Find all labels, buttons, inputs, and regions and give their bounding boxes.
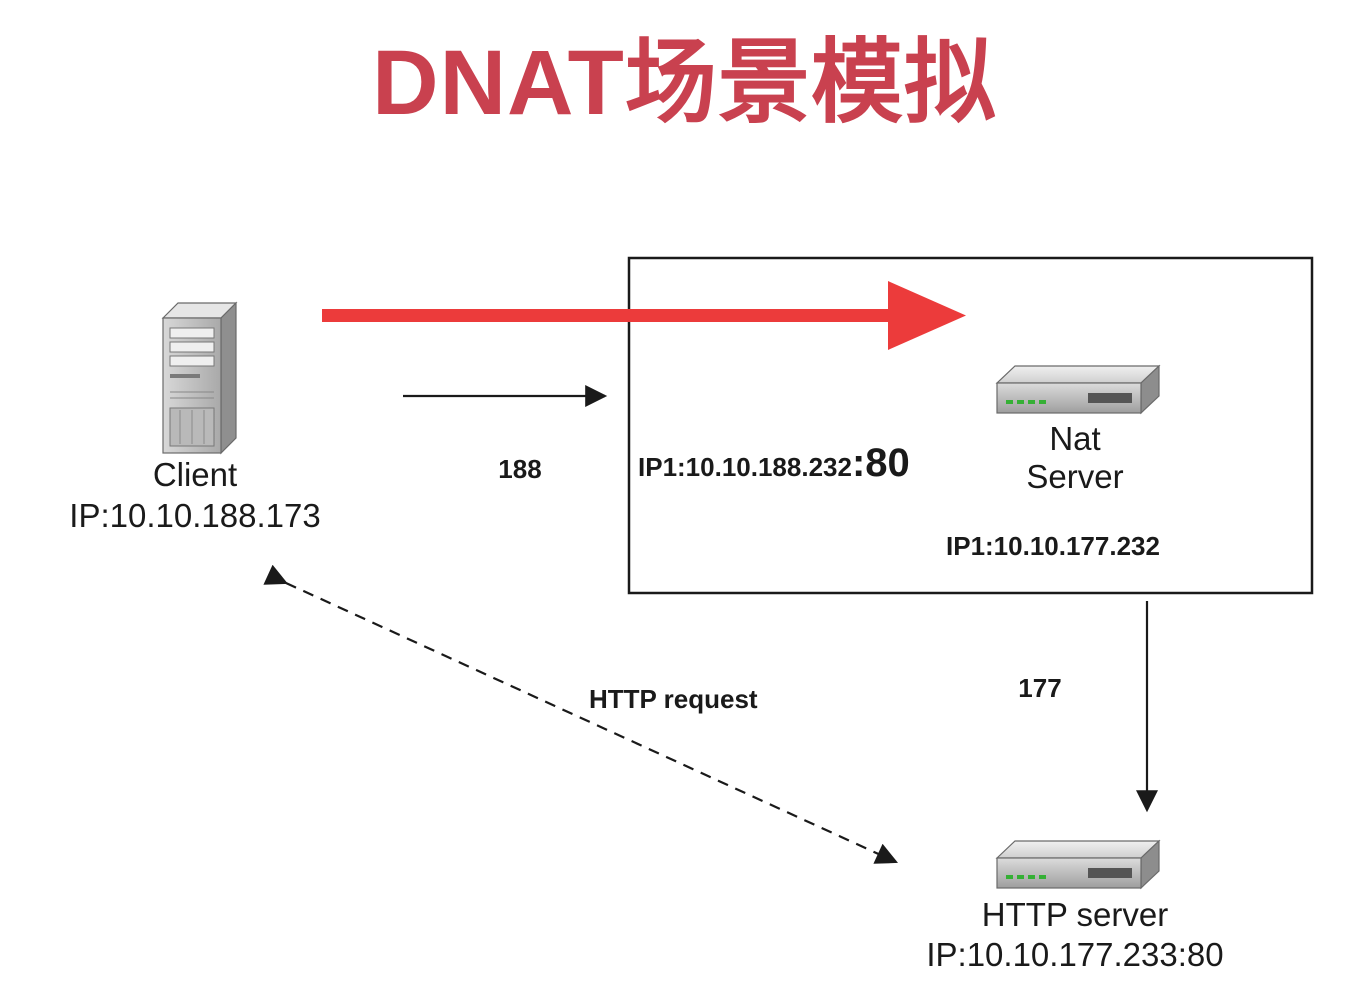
- tower-computer-icon: [161, 301, 238, 455]
- client-ip-label: IP:10.10.188.173: [69, 497, 321, 534]
- nat-server-name-line1: Nat: [1049, 420, 1101, 457]
- client-label: Client: [152, 456, 238, 493]
- http-request-dashed-arrow: [263, 564, 899, 864]
- nat-outer-ip-label: IP1:10.10.188.232:80: [638, 440, 910, 486]
- nat-boundary-box: [627, 256, 1314, 595]
- page-title: DNAT场景模拟: [372, 32, 997, 134]
- http-server-appliance-icon: [995, 839, 1161, 890]
- nat-server-appliance-icon: [995, 364, 1161, 415]
- nat-outer-port: :80: [851, 441, 910, 485]
- nat-server-name-line2: Server: [1026, 457, 1124, 495]
- nat-outer-ip: IP1:10.10.188.232: [638, 452, 852, 482]
- nat-inner-ip-label: IP1:10.10.177.232: [946, 531, 1160, 561]
- nat-server-label: Nat Server: [985, 420, 1165, 496]
- highlight-arrow: [322, 281, 966, 350]
- link-177-label: 177: [1018, 673, 1062, 703]
- http-server-ip-label: IP:10.10.177.233:80: [926, 936, 1224, 973]
- http-request-label: HTTP request: [589, 684, 758, 714]
- http-server-label: HTTP server: [981, 896, 1169, 933]
- link-188-label: 188: [498, 454, 542, 484]
